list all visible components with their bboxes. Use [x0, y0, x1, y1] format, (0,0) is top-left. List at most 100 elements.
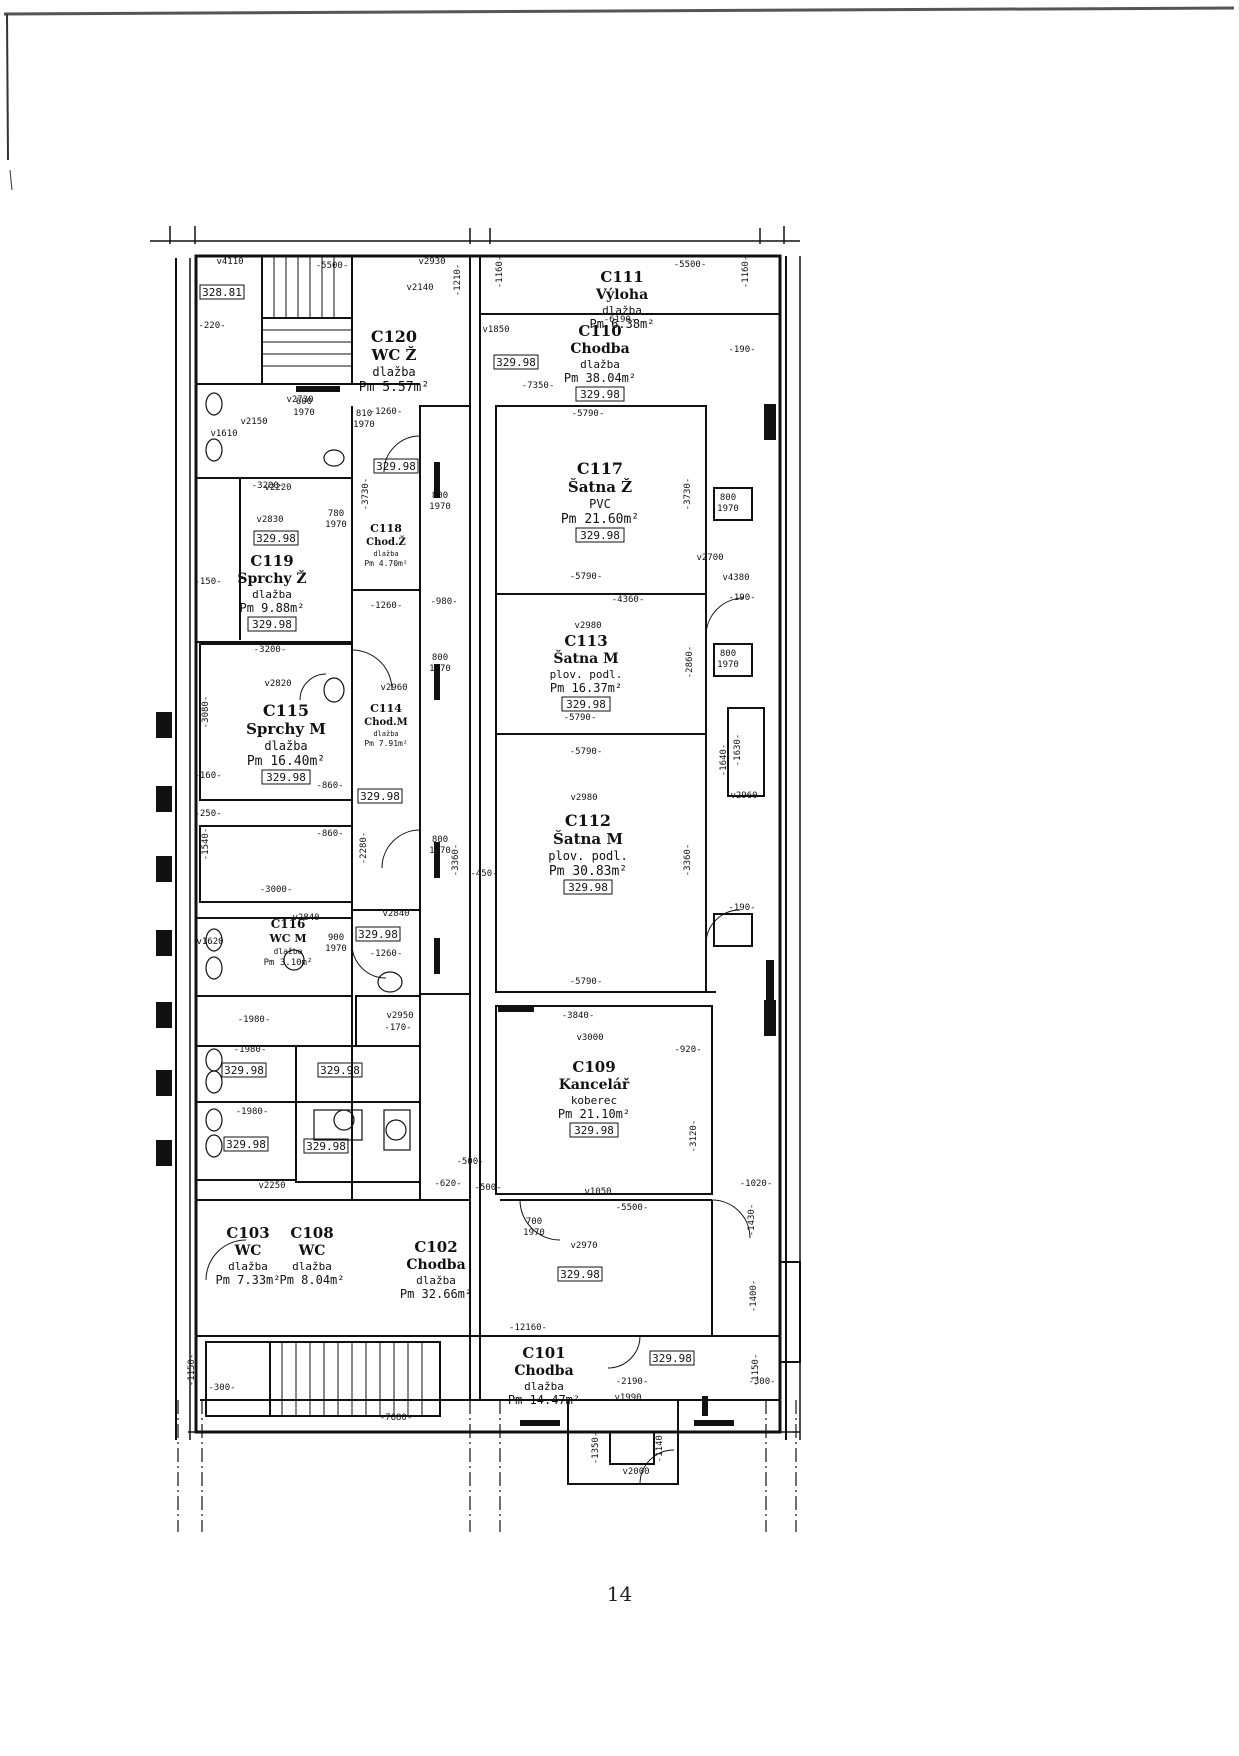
- room-code: C114: [370, 702, 402, 715]
- level-box: [261, 769, 311, 785]
- dimension-label: -7680-: [380, 1413, 413, 1423]
- room-code: C103: [226, 1224, 269, 1242]
- dimension-label: -5790-: [570, 747, 603, 757]
- room-code: C120: [371, 327, 417, 346]
- dimension-label: -12160-: [509, 1323, 547, 1333]
- room-area: Pm 14.47m²: [508, 1393, 580, 1407]
- dimension-label: -500-: [456, 1157, 483, 1167]
- dimension-label: -160-: [194, 771, 221, 781]
- room-area: Pm 21.60m²: [561, 512, 639, 527]
- height-label: v2000: [622, 1467, 649, 1477]
- height-label: v2830: [256, 515, 283, 525]
- door-width: 800: [720, 493, 736, 503]
- interior-walls: [195, 255, 801, 1485]
- door-width: 800: [432, 835, 448, 845]
- dimension-label: -980-: [430, 597, 457, 607]
- door-width: 900: [328, 933, 344, 943]
- door-height: 1970: [325, 944, 347, 954]
- dimension-label: -1400-: [749, 1280, 759, 1313]
- height-label: v2950: [386, 1011, 413, 1021]
- door-width: 700: [526, 1217, 542, 1227]
- room-name: WC: [298, 1243, 326, 1259]
- level-box: [575, 527, 625, 543]
- height-label: v2220: [264, 483, 291, 493]
- dimension-label: -860-: [316, 781, 343, 791]
- dimension-label: -1140-: [655, 1430, 665, 1463]
- dimension-label: -5790-: [570, 977, 603, 987]
- dimension-label: -1980-: [236, 1107, 269, 1117]
- dimension-label: -1350-: [591, 1432, 601, 1465]
- level-tag: 329.98: [358, 928, 398, 941]
- dimension-label: -1430-: [747, 1204, 757, 1237]
- room-level: 329.98: [266, 771, 306, 784]
- room-area: Pm 9.88m²: [239, 601, 304, 615]
- dimension-label: -5500-: [616, 1203, 649, 1213]
- level-tag: 329.98: [496, 356, 536, 369]
- dimension-label: -5500-: [316, 261, 349, 271]
- door-swings: [205, 435, 751, 1485]
- room-material: dlažba: [373, 550, 398, 558]
- dimension-label: -150-: [194, 577, 221, 587]
- door-width: 780: [328, 509, 344, 519]
- height-label: v2150: [240, 417, 267, 427]
- dimension-label: -860-: [316, 829, 343, 839]
- dimension-label: -220-: [198, 321, 225, 331]
- room-code: C115: [263, 701, 309, 720]
- dimension-label: -450-: [470, 869, 497, 879]
- level-tag: 329.98: [652, 1352, 692, 1365]
- room-code: C101: [522, 1344, 565, 1362]
- room-material: koberec: [571, 1094, 617, 1107]
- room-code: C109: [572, 1058, 615, 1076]
- room-area: Pm 5.57m²: [359, 380, 429, 395]
- dimension-label: -1630-: [733, 734, 743, 767]
- height-label: v1990: [614, 1393, 641, 1403]
- level-box: [561, 696, 611, 712]
- door-width: 800: [432, 653, 448, 663]
- height-label: v2840: [292, 913, 319, 923]
- room-name: Šatna Ž: [568, 478, 632, 496]
- dimension-label: -920-: [674, 1045, 701, 1055]
- scan-edge-artifacts: [3, 6, 1235, 191]
- dimension-label: -1150-: [187, 1354, 197, 1387]
- dimension-label: -1980-: [238, 1015, 271, 1025]
- level-tag-box: [223, 1136, 269, 1152]
- dimension-label: -4360-: [612, 595, 645, 605]
- page-number: 14: [606, 1582, 633, 1606]
- dimension-label: -190-: [728, 345, 755, 355]
- level-tag-box: [303, 1138, 349, 1154]
- door-height: 1970: [429, 846, 451, 856]
- level-tag: 329.98: [320, 1064, 360, 1077]
- level-tag-box: [221, 1062, 267, 1078]
- room-level: 329.98: [574, 1124, 614, 1137]
- room-material: dlažba: [292, 1260, 332, 1273]
- level-tag-box: [355, 926, 401, 942]
- dimension-label: -300-: [208, 1383, 235, 1393]
- level-tag-box: [557, 1266, 603, 1282]
- room-area: Pm 7.33m²: [215, 1273, 280, 1287]
- dimension-label: -1150-: [751, 1354, 761, 1387]
- room-code: C118: [370, 522, 402, 535]
- level-tag: 329.98: [256, 532, 296, 545]
- room-name: Chodba: [406, 1257, 465, 1273]
- room-material: dlažba: [274, 947, 303, 956]
- height-label: v2930: [418, 257, 445, 267]
- dimension-label: -5790-: [572, 409, 605, 419]
- dimension-label: -5790-: [570, 572, 603, 582]
- level-tag: 329.98: [306, 1140, 346, 1153]
- door-height: 1970: [717, 504, 739, 514]
- room-name: Sprchy Ž: [237, 569, 306, 587]
- room-name: Šatna M: [553, 649, 618, 667]
- room-code: C116: [271, 917, 306, 931]
- level-tag: 328.81: [202, 286, 242, 299]
- dimension-label: -620-: [434, 1179, 461, 1189]
- dimension-label: -1260-: [370, 949, 403, 959]
- dimension-label: -1210-: [453, 264, 463, 297]
- room-name: Výloha: [595, 286, 648, 303]
